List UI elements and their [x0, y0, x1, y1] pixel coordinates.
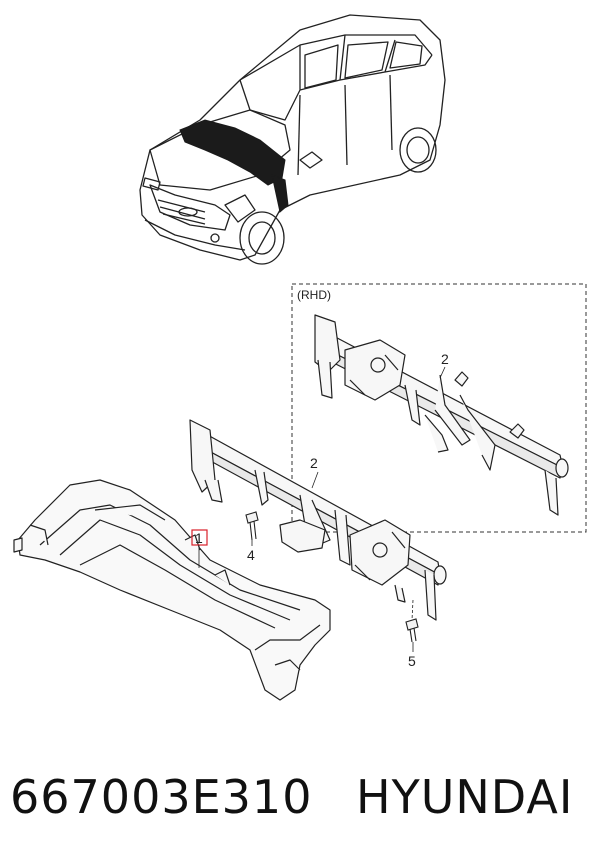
rhd-variant-box: [291, 283, 587, 533]
callout-5: 5: [408, 653, 416, 669]
callout-2: 2: [310, 455, 318, 471]
exploded-parts-diagram: (RHD) 2: [13, 14, 587, 701]
leader-line-5: [411, 599, 414, 621]
rhd-crossmember-beam: [314, 314, 569, 516]
leader-line-2: [311, 471, 319, 489]
vehicle-illustration: [139, 14, 446, 265]
callout-1: 1: [195, 530, 203, 546]
cowl-panel-part: [13, 479, 331, 701]
bolt-5: [405, 618, 419, 643]
bolt-4: [245, 511, 259, 541]
callout-4: 4: [247, 547, 255, 563]
callout-2-rhd: 2: [441, 351, 449, 367]
callout-1-box: [191, 529, 208, 546]
cowl-location-highlight: [179, 119, 289, 213]
rhd-label: (RHD): [297, 288, 331, 302]
brand-name: HYUNDAI: [356, 770, 574, 824]
main-crossmember-beam: [189, 419, 447, 621]
caption-bar: 667003E310 HYUNDAI: [0, 760, 600, 840]
leader-line-2-rhd: [439, 366, 446, 379]
part-number: 667003E310: [10, 770, 313, 824]
